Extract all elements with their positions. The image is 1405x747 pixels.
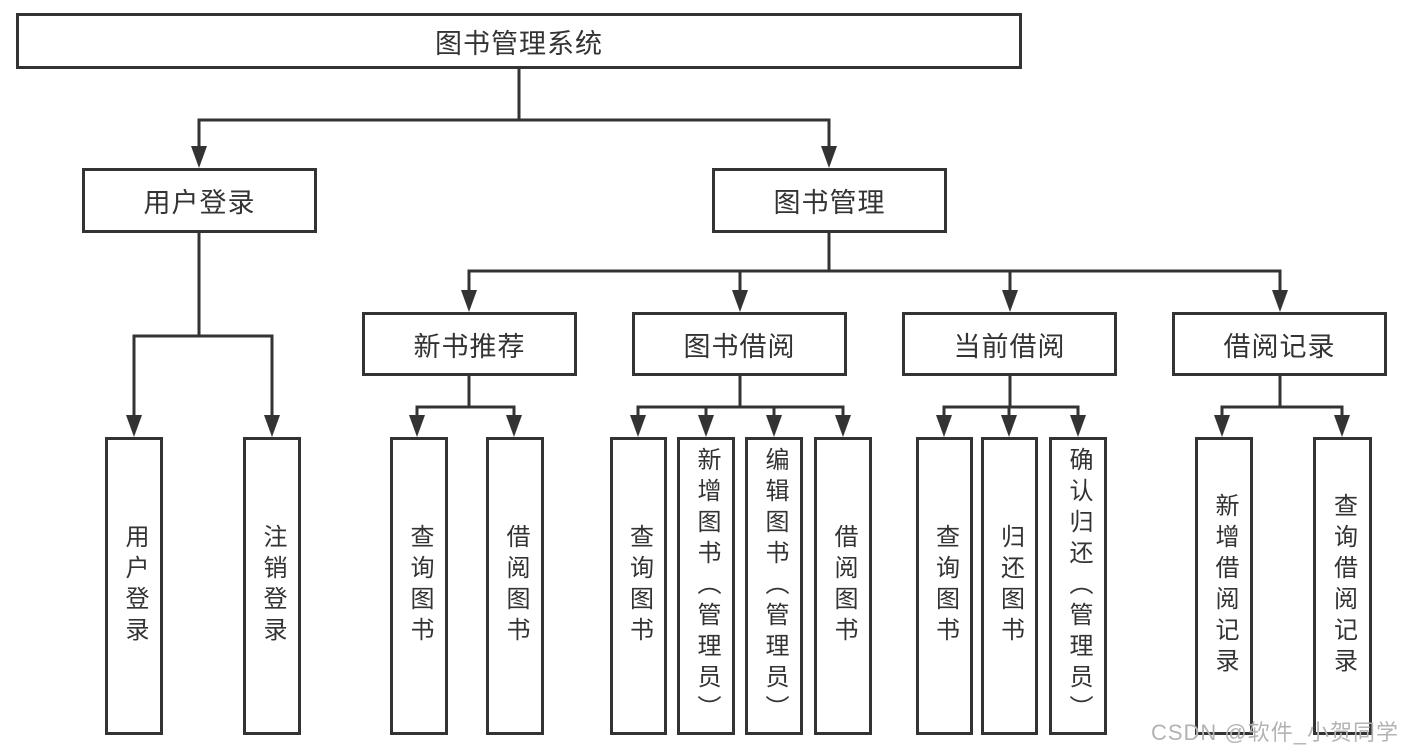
node-book-borrow: 图书借阅 (632, 312, 847, 376)
csdn-watermark: CSDN @软件_小贺同学 (1150, 720, 1399, 745)
leaf-record-add-borrow-record: 新增借阅记录 (1195, 437, 1253, 735)
arrowheads (126, 146, 1350, 437)
node-borrow-record: 借阅记录 (1172, 312, 1387, 376)
leaf-user-login: 用户登录 (105, 437, 163, 735)
leaf-current-query-books: 查询图书 (916, 437, 973, 735)
leaf-logout: 注销登录 (243, 437, 301, 735)
leaf-newbook-query-books: 查询图书 (390, 437, 448, 735)
node-current-borrow: 当前借阅 (902, 312, 1117, 376)
leaf-borrow-edit-books-admin: 编辑图书（管理员） (745, 437, 803, 735)
leaf-newbook-borrow-books: 借阅图书 (486, 437, 544, 735)
leaf-record-query-borrow-record: 查询借阅记录 (1313, 437, 1372, 735)
node-root: 图书管理系统 (16, 13, 1022, 69)
node-user-login: 用户登录 (82, 168, 317, 233)
leaf-borrow-query-books: 查询图书 (610, 437, 667, 735)
node-new-book-recommend: 新书推荐 (362, 312, 577, 376)
node-book-management: 图书管理 (712, 168, 947, 233)
leaf-borrow-borrow-books: 借阅图书 (814, 437, 872, 735)
leaf-current-confirm-return-admin: 确认归还（管理员） (1049, 437, 1107, 735)
leaf-current-return-books: 归还图书 (981, 437, 1038, 735)
leaf-borrow-add-books-admin: 新增图书（管理员） (677, 437, 735, 735)
